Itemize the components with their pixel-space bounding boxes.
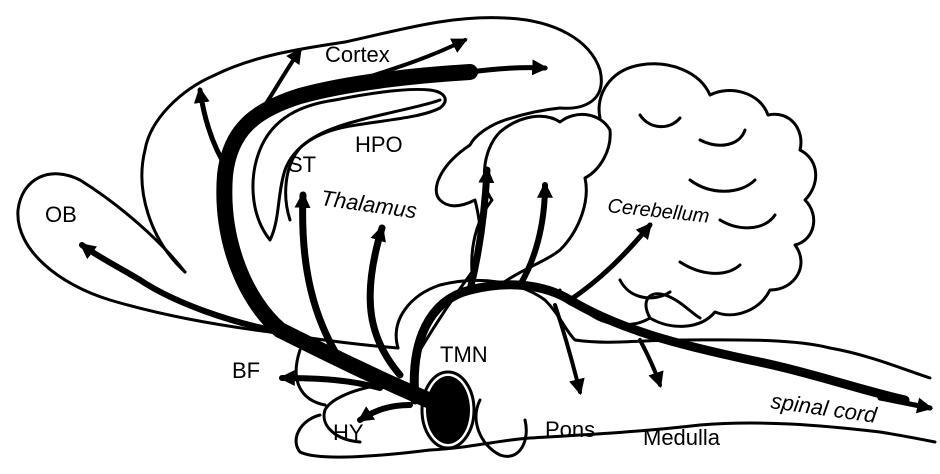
tmn-nucleus: [426, 376, 470, 444]
label-cerebellum: Cerebellum: [606, 195, 710, 228]
pons-arrow: [555, 305, 580, 392]
label-tmn: TMN: [440, 342, 488, 367]
thalamus-arrow-2: [370, 228, 400, 375]
cerebellum-arrow: [570, 225, 650, 300]
medulla-arrow: [640, 340, 660, 385]
label-thalamus: Thalamus: [319, 185, 418, 223]
label-st: ST: [288, 152, 316, 177]
label-medulla: Medulla: [643, 425, 721, 450]
pons-bulge-outline: [476, 400, 526, 456]
label-pons: Pons: [545, 417, 595, 442]
label-hy: HY: [333, 420, 364, 445]
inner-cortex-outline: [253, 89, 445, 240]
tectum-outline: [472, 114, 610, 285]
dorsal-tract: [224, 72, 470, 405]
hy-arrow: [360, 405, 410, 420]
label-bf: BF: [232, 358, 260, 383]
label-cortex: Cortex: [325, 42, 390, 67]
cerebellum-outline: [560, 64, 816, 326]
label-ob: OB: [45, 202, 77, 227]
label-hpo: HPO: [355, 132, 403, 157]
midbrain-arrow: [470, 170, 487, 290]
label-spinal-cord: spinal cord: [769, 388, 879, 428]
cortex-arrow-main: [470, 68, 545, 72]
